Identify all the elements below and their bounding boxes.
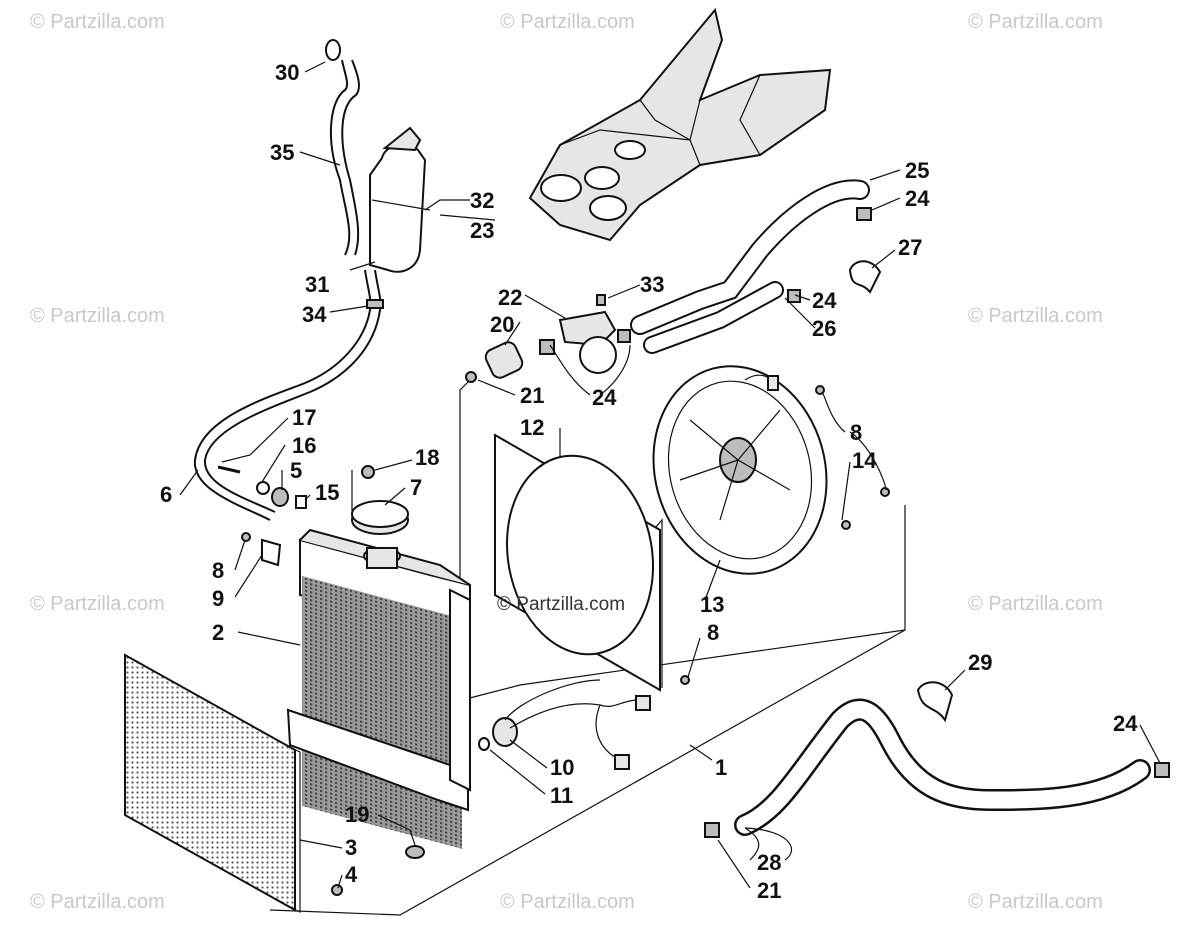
callout: 4 xyxy=(345,862,358,887)
callout: 5 xyxy=(290,458,302,483)
callout: 29 xyxy=(968,650,992,675)
watermark: © Partzilla.com xyxy=(30,891,165,913)
callout: 7 xyxy=(410,475,422,500)
fan-switch xyxy=(478,679,651,770)
watermark: © Partzilla.com xyxy=(500,891,635,913)
callout: 20 xyxy=(490,312,514,337)
radiator xyxy=(286,528,471,849)
callout: 9 xyxy=(212,586,224,611)
callout: 35 xyxy=(270,140,294,165)
thermostat-housing xyxy=(484,310,631,379)
callout: 14 xyxy=(852,448,877,473)
callout: 26 xyxy=(812,316,836,341)
assembly-outline xyxy=(269,379,906,916)
callout: 6 xyxy=(160,482,172,507)
callout: 3 xyxy=(345,835,357,860)
callout: 19 xyxy=(345,802,369,827)
leader-lines xyxy=(179,61,1161,889)
callout: 8 xyxy=(212,558,224,583)
watermark: © Partzilla.com xyxy=(30,305,165,327)
upper-hose xyxy=(630,179,870,354)
hose-clamps xyxy=(787,207,954,723)
callout: 2 xyxy=(212,620,224,645)
coolant-reservoir xyxy=(193,39,431,521)
radiator-cap xyxy=(351,500,409,535)
watermark: © Partzilla.com xyxy=(30,593,165,615)
callout: 24 xyxy=(1113,711,1138,736)
callout: 21 xyxy=(757,878,781,903)
watermark: © Partzilla.com xyxy=(968,305,1103,327)
callout: 16 xyxy=(292,433,316,458)
watermark: © Partzilla.com xyxy=(30,11,165,33)
electric-fan xyxy=(652,365,828,575)
callout: 30 xyxy=(275,60,299,85)
callout: 11 xyxy=(550,783,573,808)
callout: 23 xyxy=(470,218,494,243)
callout: 31 xyxy=(305,272,329,297)
small-parts xyxy=(217,294,890,896)
callout: 34 xyxy=(302,302,327,327)
callout: 33 xyxy=(640,272,664,297)
callout-numbers: 30 35 32 23 25 24 27 31 34 22 33 20 24 2… xyxy=(160,60,1138,903)
callout: 12 xyxy=(520,415,544,440)
watermark: © Partzilla.com xyxy=(968,11,1103,33)
callout: 22 xyxy=(498,285,522,310)
callout: 13 xyxy=(700,592,724,617)
callout: 27 xyxy=(898,235,922,260)
callout: 1 xyxy=(715,755,727,780)
watermark: © Partzilla.com xyxy=(500,11,635,33)
callout: 8 xyxy=(850,420,862,445)
callout: 8 xyxy=(707,620,719,645)
radiator-core xyxy=(302,575,462,849)
fan-shroud xyxy=(494,433,663,692)
lower-hose xyxy=(704,698,1170,838)
callout: 10 xyxy=(550,755,574,780)
callout: 25 xyxy=(905,158,929,183)
callout: 18 xyxy=(415,445,439,470)
watermark: © Partzilla.com xyxy=(968,593,1103,615)
center-credit: © Partzilla.com xyxy=(497,594,625,615)
watermarks: © Partzilla.com © Partzilla.com © Partzi… xyxy=(30,11,1103,913)
callout: 15 xyxy=(315,480,339,505)
radiator-screen xyxy=(124,653,301,913)
air-duct xyxy=(528,7,832,242)
watermark: © Partzilla.com xyxy=(968,891,1103,913)
callout: 24 xyxy=(905,186,930,211)
callout: 32 xyxy=(470,188,494,213)
callout: 24 xyxy=(812,288,837,313)
callout: 24 xyxy=(592,385,617,410)
callout: 21 xyxy=(520,383,544,408)
callout: 17 xyxy=(292,405,316,430)
callout: 28 xyxy=(757,850,781,875)
